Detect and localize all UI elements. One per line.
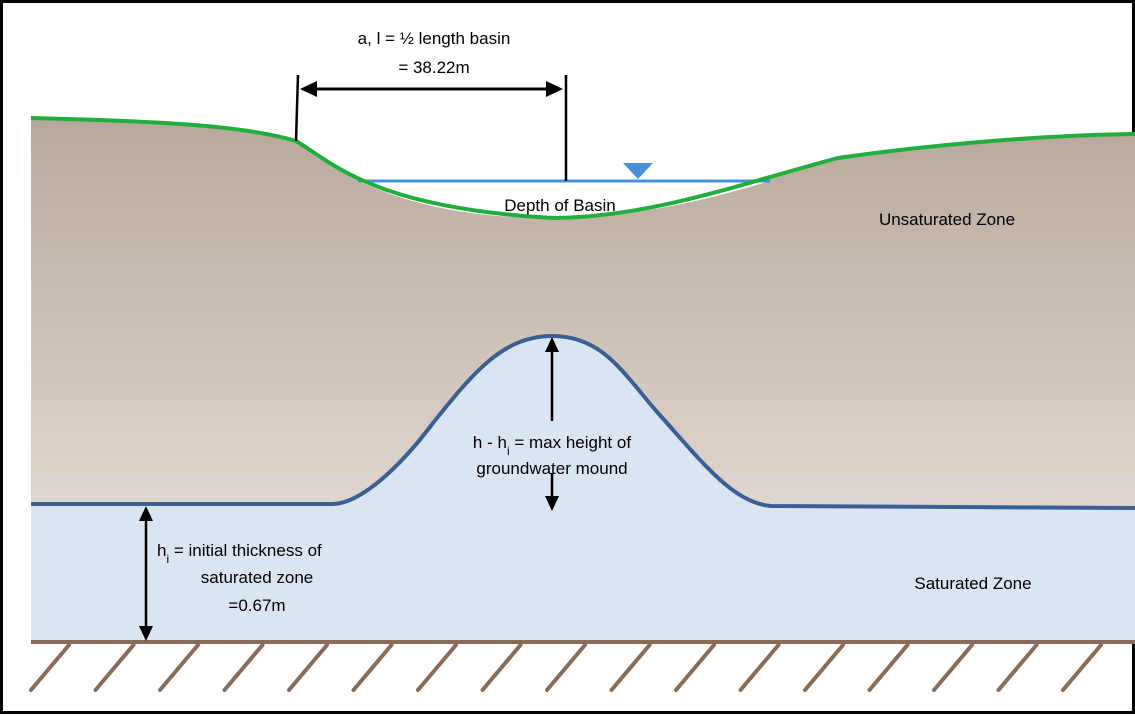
inverted-triangle-icon [623, 163, 653, 179]
hatch-mark [738, 643, 781, 692]
saturated-zone [31, 336, 1135, 643]
initial-thickness-label-suffix: = initial thickness of [169, 541, 322, 560]
mound-height-label-prefix: h - h [473, 433, 507, 452]
hatch-mark [416, 643, 458, 692]
hatch-mark [351, 643, 394, 692]
hatch-mark [932, 643, 974, 692]
ground-surface-line [30, 116, 1135, 221]
groundwater-mound-diagram: a, l = ½ length basin = 38.22m Depth of … [29, 29, 1135, 692]
hatch-mark [545, 643, 587, 692]
hatch-mark [222, 643, 265, 692]
hatch-mark [674, 643, 716, 692]
initial-thickness-arrow [139, 506, 153, 641]
initial-thickness-label-prefix: h [157, 541, 166, 560]
initial-thickness-label-subscript: i [166, 552, 169, 566]
hatch-mark [29, 643, 71, 692]
hatch-mark [287, 643, 329, 692]
basin-dimension-label-line2: = 38.22m [398, 58, 469, 77]
hatch-mark [93, 643, 136, 692]
mound-height-label-subscript: i [507, 444, 510, 458]
basin-dimension-label-line1: a, l = ½ length basin [358, 29, 511, 48]
hatch-mark [480, 643, 523, 692]
mound-height-label-line1: h - hi = max height of [473, 433, 631, 458]
initial-thickness-label-line3: =0.67m [228, 596, 285, 615]
mound-height-label-line2: groundwater mound [476, 459, 627, 478]
unsaturated-zone-label: Unsaturated Zone [879, 210, 1015, 229]
hatch-mark [158, 643, 200, 692]
hatch-mark [996, 643, 1039, 692]
hatch-mark [1061, 643, 1103, 692]
mound-height-arrow [545, 337, 559, 511]
hatch-mark [867, 643, 910, 692]
initial-thickness-label-line2: saturated zone [201, 568, 313, 587]
hatch-mark [803, 643, 845, 692]
hatch-mark [609, 643, 652, 692]
basin-half-length-dimension [294, 74, 568, 181]
basin-depth-label: Depth of Basin [504, 196, 616, 215]
initial-thickness-label-line1: hi = initial thickness of [157, 541, 322, 566]
mound-height-label-suffix: = max height of [510, 433, 632, 452]
hatch-pattern [29, 643, 1103, 692]
water-table-line [31, 333, 1135, 510]
saturated-zone-label: Saturated Zone [914, 574, 1031, 593]
